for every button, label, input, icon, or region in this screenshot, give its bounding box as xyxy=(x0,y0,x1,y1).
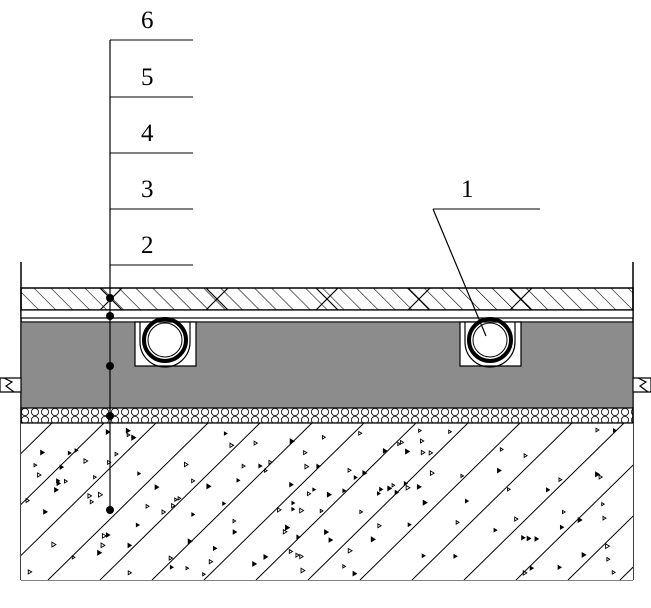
leader-dot xyxy=(106,312,114,320)
label-pipe: 1 xyxy=(461,176,474,203)
label-layer-3: 3 xyxy=(141,176,154,203)
leveling-layer xyxy=(20,309,634,319)
break-mark-right xyxy=(632,377,651,393)
label-layer-4: 4 xyxy=(141,120,154,147)
leader-dot xyxy=(106,412,114,420)
leader-dot xyxy=(106,506,114,514)
heating-pipe-left xyxy=(134,317,197,368)
leader-dot xyxy=(106,294,114,302)
label-layer-2: 2 xyxy=(141,232,154,259)
layer-leader xyxy=(106,39,193,514)
break-mark-left xyxy=(0,377,22,393)
leader-dot xyxy=(106,362,114,370)
label-layer-6: 6 xyxy=(141,7,154,34)
finish-layer xyxy=(20,287,634,311)
concrete-base xyxy=(21,423,633,580)
pipe-leader xyxy=(432,208,540,337)
heating-pipe-right xyxy=(459,317,522,368)
label-layer-5: 5 xyxy=(141,64,154,91)
